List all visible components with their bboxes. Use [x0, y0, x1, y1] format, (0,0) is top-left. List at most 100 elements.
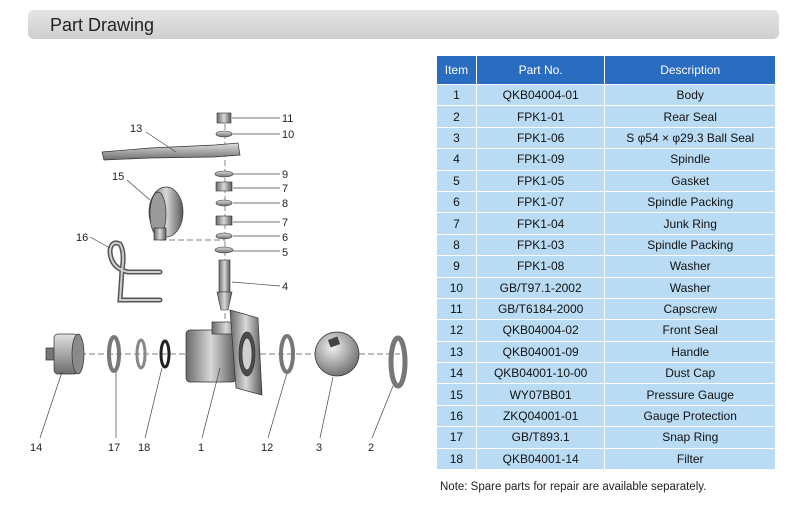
filter-ring-part	[135, 338, 147, 370]
cell-description: Spindle	[604, 148, 776, 171]
cell-item: 16	[436, 404, 477, 428]
cell-description: Capscrew	[604, 297, 776, 321]
cell-description: Filter	[604, 447, 776, 471]
cell-description: Front Seal	[604, 319, 776, 342]
section-header: Part Drawing	[28, 10, 779, 39]
cell-part-no: FPK1-09	[475, 148, 606, 171]
callout-8: 8	[282, 198, 288, 210]
cell-item: 13	[436, 340, 477, 364]
cell-description: Handle	[604, 340, 776, 364]
cell-item: 1	[436, 83, 477, 107]
column-header-description: Description	[604, 55, 776, 85]
cell-description: Gasket	[604, 169, 776, 192]
cell-part-no: QKB04001-14	[475, 447, 606, 471]
handle-part	[101, 142, 241, 161]
callout-13: 13	[130, 123, 142, 135]
cell-part-no: QKB04004-01	[475, 83, 606, 107]
cell-item: 4	[436, 148, 477, 171]
washer-part	[215, 130, 233, 138]
cell-item: 8	[436, 233, 477, 257]
dust-cap-part	[45, 333, 85, 375]
callout-2: 2	[368, 442, 374, 454]
cell-item: 14	[436, 362, 477, 385]
front-seal-part	[279, 334, 295, 374]
column-header-item: Item	[436, 55, 477, 85]
cell-item: 5	[436, 169, 477, 192]
callout-5: 5	[282, 247, 288, 259]
pressure-gauge-part	[148, 186, 184, 241]
rear-seal-part	[388, 335, 408, 389]
cell-description: S φ54 × φ29.3 Ball Seal	[604, 126, 776, 150]
cell-part-no: GB/T6184-2000	[475, 297, 606, 321]
cell-description: Gauge Protection	[604, 404, 776, 428]
spindle-stack	[214, 170, 234, 311]
table-header-row: Item Part No. Description	[436, 55, 776, 85]
o-ring-part	[159, 339, 171, 369]
cell-part-no: ZKQ04001-01	[475, 404, 606, 428]
cell-part-no: QKB04004-02	[475, 319, 606, 342]
cell-item: 12	[436, 319, 477, 342]
cell-item: 10	[436, 276, 477, 299]
callout-7b: 7	[282, 217, 288, 229]
cell-part-no: FPK1-05	[475, 169, 606, 192]
cell-item: 7	[436, 212, 477, 235]
callout-3: 3	[316, 442, 322, 454]
cell-description: Dust Cap	[604, 362, 776, 385]
cell-item: 9	[436, 255, 477, 278]
cell-part-no: WY07BB01	[475, 383, 606, 406]
callout-10: 10	[282, 129, 294, 141]
cell-item: 18	[436, 447, 477, 471]
callout-17: 17	[108, 442, 120, 454]
cell-item: 11	[436, 297, 477, 321]
callout-18: 18	[138, 442, 150, 454]
valve-body-part	[185, 309, 263, 396]
cell-description: Body	[604, 83, 776, 107]
cell-part-no: GB/T893.1	[475, 426, 606, 449]
cell-description: Rear Seal	[604, 105, 776, 128]
callout-11: 11	[282, 113, 293, 125]
callout-4: 4	[282, 281, 288, 293]
callout-1: 1	[198, 442, 204, 454]
exploded-part-drawing: 13 15 16 11 10 9 7 8 7 6 5 4 14 17 18 1 …	[30, 112, 408, 454]
cell-description: Snap Ring	[604, 426, 776, 449]
cell-description: Spindle Packing	[604, 233, 776, 257]
cell-part-no: FPK1-01	[475, 105, 606, 128]
cell-item: 3	[436, 126, 477, 150]
cell-part-no: QKB04001-10-00	[475, 362, 606, 385]
cell-part-no: FPK1-06	[475, 126, 606, 150]
snap-ring-part	[107, 335, 121, 373]
callout-6: 6	[282, 232, 288, 244]
column-header-part-no: Part No.	[475, 55, 606, 85]
leader-lines	[39, 117, 394, 439]
capscrew-part	[216, 112, 232, 124]
cell-description: Junk Ring	[604, 212, 776, 235]
ball-part	[314, 331, 360, 377]
cell-part-no: FPK1-04	[475, 212, 606, 235]
callout-7a: 7	[282, 183, 288, 195]
cell-item: 2	[436, 105, 477, 128]
callout-16: 16	[76, 232, 88, 244]
footnote: Note: Spare parts for repair are availab…	[440, 481, 707, 493]
cell-description: Pressure Gauge	[604, 383, 776, 406]
section-title: Part Drawing	[50, 15, 155, 35]
callout-9: 9	[282, 169, 288, 181]
callout-12: 12	[261, 442, 273, 454]
callout-14: 14	[30, 442, 42, 454]
